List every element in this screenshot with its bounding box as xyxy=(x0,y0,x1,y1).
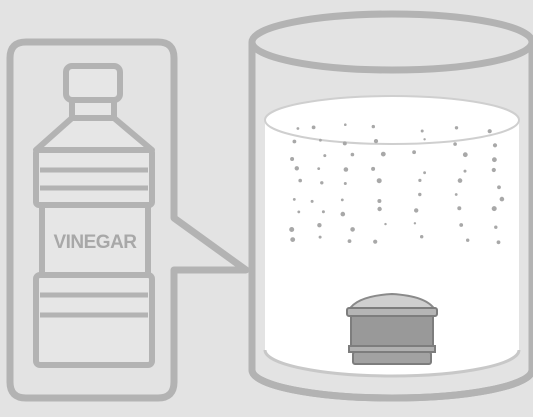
bottle-label-text: VINEGAR xyxy=(53,232,137,253)
bubble xyxy=(377,199,381,203)
bubble xyxy=(298,179,302,183)
bubble xyxy=(488,129,492,133)
bubble xyxy=(373,240,377,244)
bubble xyxy=(350,227,355,232)
part-body xyxy=(351,316,433,346)
bubble xyxy=(381,152,386,157)
bubble xyxy=(497,240,501,244)
bubble xyxy=(455,193,458,196)
bottle-lower-body xyxy=(36,275,152,365)
bubble xyxy=(377,178,382,183)
bubble xyxy=(320,181,323,184)
container-rim xyxy=(252,14,532,70)
part-top-rim xyxy=(347,308,437,316)
bubble xyxy=(423,138,425,140)
bubble xyxy=(348,239,352,243)
bubble xyxy=(351,153,355,157)
bubble xyxy=(374,139,378,143)
bottle-cap xyxy=(66,66,120,100)
bubble xyxy=(414,208,418,212)
bubble xyxy=(497,185,501,189)
bubble xyxy=(457,206,461,210)
bubble xyxy=(343,141,347,145)
bubble xyxy=(290,237,295,242)
bubble xyxy=(341,199,344,202)
bubble xyxy=(319,139,322,142)
bubble xyxy=(423,171,426,174)
bubble xyxy=(377,207,381,211)
bubble xyxy=(341,212,346,217)
bubble xyxy=(344,182,347,185)
bottle-upper-body xyxy=(36,150,152,205)
bubble xyxy=(412,150,416,154)
bubble xyxy=(295,166,299,170)
bubble xyxy=(420,235,423,238)
bubble xyxy=(458,178,463,183)
bubble xyxy=(290,157,294,161)
bubble xyxy=(311,200,314,203)
bubble xyxy=(317,167,320,170)
bubble xyxy=(464,170,467,173)
bubble xyxy=(312,126,316,130)
bubble xyxy=(500,197,505,202)
bubble xyxy=(421,130,424,133)
bubble xyxy=(459,223,463,227)
bubble xyxy=(494,226,497,229)
bubble xyxy=(492,168,496,172)
bubble xyxy=(293,140,297,144)
soaking-part-icon xyxy=(347,294,437,364)
bubble xyxy=(493,143,497,147)
bubble xyxy=(455,126,458,129)
bubble xyxy=(344,123,347,126)
bubble xyxy=(492,206,497,211)
bubble xyxy=(322,210,325,213)
bubble xyxy=(384,223,386,225)
bubble xyxy=(319,236,322,239)
bubble xyxy=(414,222,416,224)
bubble xyxy=(323,154,326,157)
bubble xyxy=(372,125,375,128)
bubble xyxy=(297,211,300,214)
bubble xyxy=(289,227,294,232)
bubble xyxy=(293,198,296,201)
bubble xyxy=(297,127,300,130)
liquid-surface xyxy=(265,96,519,144)
bubble xyxy=(344,167,349,172)
bubble xyxy=(371,167,375,171)
bubble xyxy=(463,152,468,157)
bubble xyxy=(418,179,421,182)
bubble xyxy=(466,239,469,242)
part-foot xyxy=(353,352,431,364)
bubble xyxy=(418,193,421,196)
bubble xyxy=(317,223,321,227)
bubble xyxy=(453,142,457,146)
bubble xyxy=(492,157,497,162)
